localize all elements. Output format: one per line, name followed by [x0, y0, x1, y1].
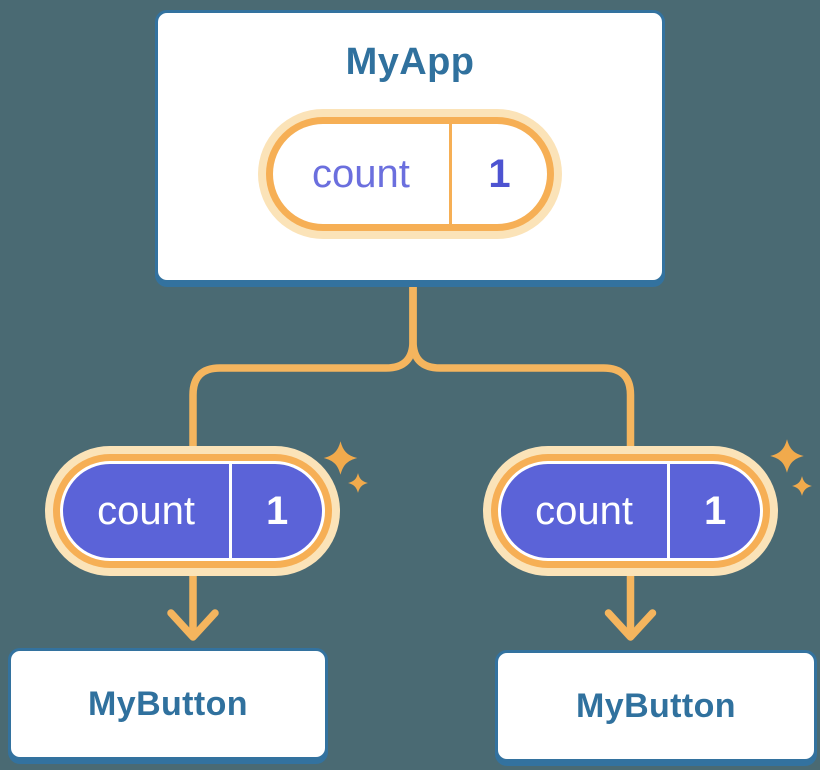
sparkle-icon: [323, 441, 358, 475]
state-pill-body: count 1: [498, 461, 763, 561]
state-pill-body: count 1: [273, 124, 547, 224]
child-component-title: MyButton: [576, 687, 736, 725]
state-pill-body: count 1: [60, 461, 325, 561]
state-pill-divider: [448, 124, 452, 224]
state-pill-divider: [667, 464, 671, 558]
child-component-card-left: MyButton: [8, 648, 328, 760]
state-name-label: count: [535, 488, 634, 533]
sparkle-icon: [792, 476, 812, 496]
state-pill: count 1: [45, 446, 340, 576]
state-name-label: count: [312, 151, 410, 196]
parent-component-card: MyApp count 1: [155, 10, 665, 283]
state-pill-ring: count 1: [491, 454, 770, 568]
state-pill-core: count 1: [63, 464, 322, 558]
connector-parent-to-right-child: [409, 282, 635, 564]
sparkle-icon: [348, 473, 368, 493]
arrow-down-icon: [167, 568, 219, 641]
state-pill-halo: count 1: [45, 446, 340, 576]
child-component-title: MyButton: [88, 685, 248, 723]
state-value-label: 1: [703, 488, 727, 533]
state-pill-core: count 1: [501, 464, 760, 558]
child-component-card-right: MyButton: [495, 650, 817, 762]
state-pill-divider: [229, 464, 233, 558]
arrow-down-icon: [604, 570, 657, 641]
parent-component-title: MyApp: [345, 41, 475, 83]
state-pill: count 1: [483, 446, 778, 576]
sparkle-icon: [770, 439, 804, 473]
state-pill-halo: count 1: [483, 446, 778, 576]
state-value-label: 1: [488, 151, 511, 196]
state-value-label: 1: [265, 488, 289, 533]
state-pill-ring: count 1: [53, 454, 332, 568]
state-name-label: count: [97, 488, 196, 533]
state-pill-ring: count 1: [266, 117, 554, 231]
state-pill-halo: count 1: [258, 109, 562, 239]
state-pill: count 1: [258, 109, 562, 239]
